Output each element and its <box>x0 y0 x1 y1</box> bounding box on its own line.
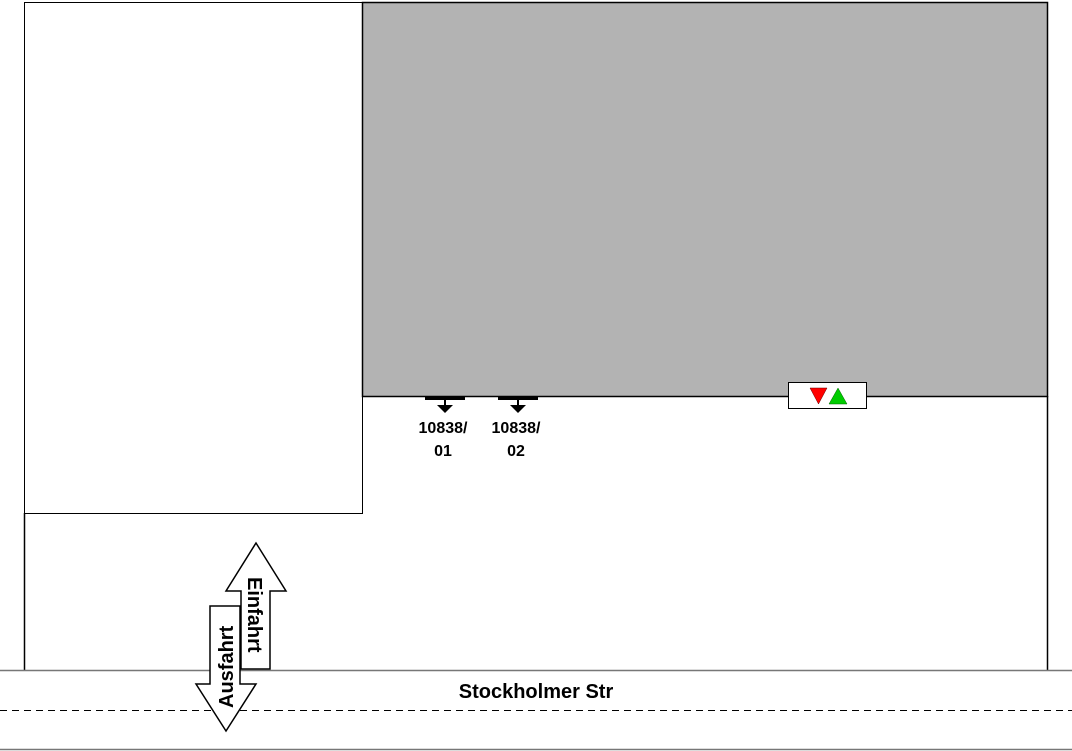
left-building <box>24 2 363 514</box>
sensor-label-line1: 10838/ <box>492 420 541 437</box>
sensor-bar <box>498 396 538 400</box>
entry-label: Einfahrt <box>243 577 265 653</box>
signal-box <box>788 382 867 409</box>
sensor-bar <box>425 396 465 400</box>
sensor-label-line1: 10838/ <box>419 420 468 437</box>
sensor-label-line2: 02 <box>507 443 525 460</box>
down-arrow-icon <box>510 405 526 413</box>
street-name: Stockholmer Str <box>459 681 614 703</box>
exit-label: Ausfahrt <box>216 625 238 708</box>
traffic-signal[interactable] <box>788 382 867 409</box>
red-down-triangle-icon <box>809 387 828 405</box>
down-arrow-icon <box>194 605 258 733</box>
sensor-marker[interactable]: 10838/ 02 <box>492 396 541 460</box>
gray-building <box>361 1 1049 398</box>
up-arrow-icon <box>224 541 288 670</box>
sensor-label-line2: 01 <box>434 443 452 460</box>
green-up-triangle-icon <box>828 387 848 405</box>
entry-arrow: Einfahrt <box>224 541 288 670</box>
down-arrow-icon <box>437 405 453 413</box>
sensor-marker[interactable]: 10838/ 01 <box>419 396 468 460</box>
exit-arrow: Ausfahrt <box>194 605 258 733</box>
